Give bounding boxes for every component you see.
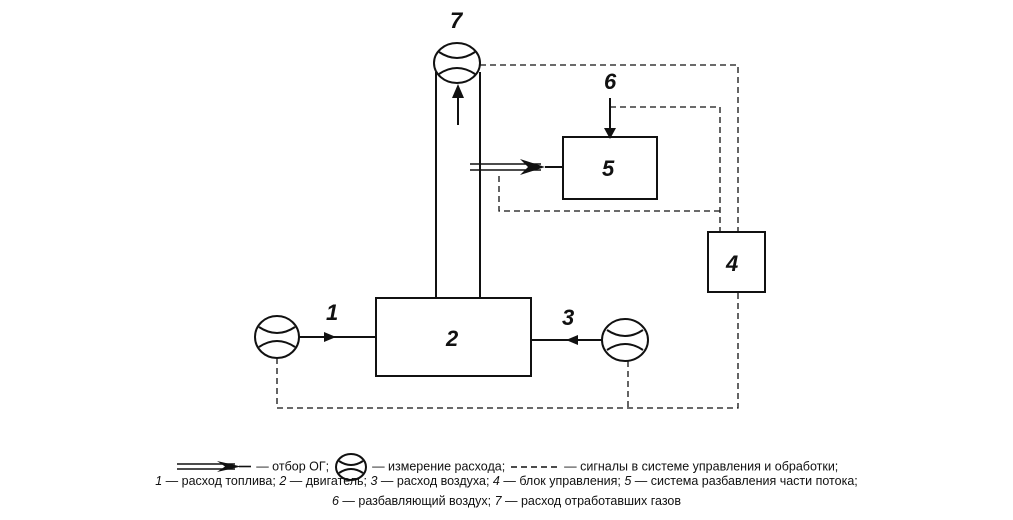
legend-num-1: 1: [155, 474, 163, 488]
legend-signal-text: — сигналы в системе управления и обработ…: [564, 459, 839, 474]
label-6: 6: [604, 69, 617, 94]
fuel-flowmeter: [254, 315, 300, 359]
legend-num-4: 4: [492, 474, 500, 488]
legend-text-4: — блок управления;: [499, 474, 625, 488]
legend-symbols: — отбор ОГ; — измерение расхода; — сигна…: [0, 452, 1013, 482]
exhaust-flowmeter: [433, 42, 481, 84]
signal-line-dilution-air: [610, 106, 721, 232]
legend-num-5: 5: [624, 474, 632, 488]
air-arrowhead: [566, 335, 578, 345]
legend-text-1: — расход топлива;: [162, 474, 280, 488]
legend-num-6: 6: [331, 494, 339, 508]
air-flowmeter: [601, 318, 649, 362]
legend-num-2: 2: [279, 474, 287, 488]
legend-num-3: 3: [370, 474, 378, 488]
sampling-symbol-icon: [176, 461, 251, 472]
legend-text-3: — расход воздуха;: [377, 474, 493, 488]
legend-text-7: — расход отработавших газов: [501, 494, 682, 508]
control-unit-box: [707, 231, 766, 293]
legend-text-6: — разбавляющий воздух;: [338, 494, 495, 508]
legend-items-row-2: 6 — разбавляющий воздух; 7 — расход отра…: [0, 492, 1013, 510]
legend-text-5: — система разбавления части потока;: [631, 474, 858, 488]
flow-diagram: 7 6 5 4 2 1 3: [254, 8, 766, 409]
signal-line-exhaust-meter: [480, 64, 739, 232]
sampling-probe: [470, 159, 563, 175]
legend-text-2: — двигатель;: [286, 474, 371, 488]
flowmeter-symbol-icon: [334, 453, 367, 481]
legend-flow-text: — измерение расхода;: [372, 459, 506, 474]
legend-items-row-1: 1 — расход топлива; 2 — двигатель; 3 — р…: [0, 472, 1013, 490]
label-5: 5: [602, 156, 615, 181]
signal-line-meters-bottom: [276, 292, 739, 409]
fuel-arrowhead: [324, 332, 336, 342]
signal-line-symbol-icon: [510, 466, 559, 468]
label-1: 1: [326, 300, 338, 325]
label-3: 3: [562, 305, 574, 330]
dilution-air-arrowhead: [604, 128, 616, 139]
label-4: 4: [725, 251, 738, 276]
signal-line-dilution-system: [498, 176, 720, 212]
exhaust-flow-arrowhead: [452, 84, 464, 98]
label-2: 2: [445, 326, 459, 351]
legend-num-7: 7: [494, 494, 502, 508]
label-7: 7: [450, 8, 464, 33]
legend-sampling-text: — отбор ОГ;: [256, 459, 330, 474]
